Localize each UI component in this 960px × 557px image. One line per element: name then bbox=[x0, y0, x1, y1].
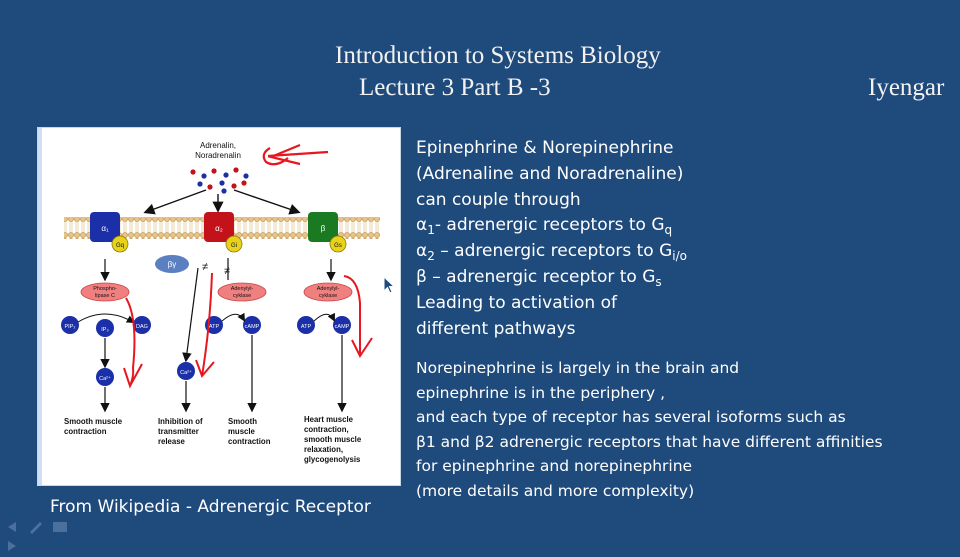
bullet-text: Epinephrine & Norepinephrine (Adrenaline… bbox=[416, 136, 936, 342]
mouse-cursor-icon bbox=[383, 276, 395, 294]
annotation-arrow bbox=[195, 272, 215, 378]
svg-text:Gs: Gs bbox=[334, 243, 342, 249]
receptor-beta bbox=[308, 212, 338, 242]
figure-caption: From Wikipedia - Adrenergic Receptor bbox=[50, 497, 371, 517]
ligand-label: Adrenalin, bbox=[200, 141, 236, 150]
receptor-alpha2 bbox=[204, 212, 234, 242]
calcium-node-1 bbox=[96, 368, 114, 386]
phospholipase-c bbox=[80, 282, 130, 302]
svg-text:DAG: DAG bbox=[136, 324, 148, 330]
text-line: epinephrine is in the periphery , bbox=[416, 383, 666, 402]
svg-text:Adenylyl-: Adenylyl- bbox=[231, 286, 254, 292]
gprotein-q bbox=[111, 235, 129, 253]
camp-node-2 bbox=[333, 316, 351, 334]
outcome-label: smooth muscle bbox=[304, 435, 362, 444]
annotation-arrow bbox=[262, 147, 329, 166]
svg-text:Ca²⁺: Ca²⁺ bbox=[180, 369, 192, 376]
svg-text:cAMP: cAMP bbox=[335, 324, 350, 330]
outcome-label: Smooth muscle bbox=[64, 417, 123, 426]
next-slide-icon[interactable] bbox=[4, 538, 20, 552]
title-line-2: Lecture 3 Part B -3 bbox=[359, 74, 551, 101]
receptor-alpha1 bbox=[90, 212, 120, 242]
svg-text:cyklase: cyklase bbox=[233, 293, 251, 299]
svg-text:IP₃: IP₃ bbox=[101, 327, 108, 333]
outcome-label: contraction bbox=[228, 437, 271, 446]
svg-text:≠: ≠ bbox=[202, 261, 208, 273]
ligand-molecules bbox=[190, 167, 249, 194]
text-line: Leading to activation of bbox=[416, 292, 617, 313]
notes-text: Norepinephrine is largely in the brain a… bbox=[416, 356, 946, 503]
annotation-arrow bbox=[343, 275, 373, 358]
atp-node-2 bbox=[297, 316, 315, 334]
outcome-label: Heart muscle bbox=[304, 415, 354, 424]
dag-node bbox=[133, 316, 151, 334]
gprotein-s bbox=[329, 235, 347, 253]
calcium-node-2 bbox=[177, 362, 195, 380]
adenylyl-cyclase-alpha2 bbox=[217, 282, 267, 302]
text-line: α1- adrenergic receptors to Gq bbox=[416, 215, 673, 238]
beta-gamma-subunit bbox=[155, 255, 189, 273]
outcome-label: transmitter bbox=[158, 427, 199, 436]
outcome-label: Smooth bbox=[228, 417, 257, 426]
outcome-label: contraction, bbox=[304, 425, 349, 434]
adrenergic-receptor-diagram: Adrenalin, Noradrenalin α₁ Gq α₂ Gi β bbox=[37, 127, 401, 486]
adenylyl-cyclase-beta bbox=[303, 282, 353, 302]
text-line: α2 – adrenergic receptors to Gi/o bbox=[416, 241, 687, 264]
svg-text:Gi: Gi bbox=[231, 243, 237, 249]
svg-text:Ca²⁺: Ca²⁺ bbox=[99, 375, 111, 382]
svg-text:cAMP: cAMP bbox=[245, 324, 260, 330]
svg-text:lipase C: lipase C bbox=[95, 293, 115, 299]
text-line: (Adrenaline and Noradrenaline) bbox=[416, 163, 684, 184]
text-line: can couple through bbox=[416, 189, 581, 210]
outcome-label: glycogenolysis bbox=[304, 455, 361, 464]
author-name: Iyengar bbox=[868, 74, 945, 101]
text-line: Epinephrine & Norepinephrine bbox=[416, 138, 674, 158]
svg-text:cyklase: cyklase bbox=[319, 293, 337, 299]
text-line: Norepinephrine is largely in the brain a… bbox=[416, 359, 740, 377]
pen-icon[interactable] bbox=[28, 519, 44, 534]
ip3-node bbox=[96, 319, 114, 337]
text-line: for epinephrine and norepinephrine bbox=[416, 457, 693, 475]
outcome-label: muscle bbox=[228, 427, 256, 436]
svg-text:α₁: α₁ bbox=[101, 224, 109, 233]
outcome-label: relaxation, bbox=[304, 445, 343, 454]
outcome-label: release bbox=[158, 437, 186, 446]
text-line: (more details and more complexity) bbox=[416, 481, 695, 500]
text-line: β1 and β2 adrenergic receptors that have… bbox=[416, 432, 883, 451]
svg-text:Gq: Gq bbox=[116, 243, 124, 249]
camp-node-1 bbox=[243, 316, 261, 334]
svg-text:ATP: ATP bbox=[209, 324, 220, 330]
svg-text:Adenylyl-: Adenylyl- bbox=[317, 286, 340, 292]
previous-slide-icon[interactable] bbox=[4, 519, 20, 533]
svg-text:Phospho-: Phospho- bbox=[93, 286, 117, 292]
text-line: β – adrenergic receptor to Gs bbox=[416, 266, 662, 289]
outcome-label: contraction bbox=[64, 427, 107, 436]
slide-nav-bar bbox=[4, 519, 94, 551]
text-line: different pathways bbox=[416, 318, 576, 339]
svg-text:βγ: βγ bbox=[168, 260, 177, 269]
svg-text:α₂: α₂ bbox=[215, 224, 223, 233]
menu-icon[interactable] bbox=[52, 519, 68, 533]
gprotein-i bbox=[225, 235, 243, 253]
title-line-1: Introduction to Systems Biology bbox=[335, 42, 661, 69]
ligand-label: Noradrenalin bbox=[195, 151, 241, 160]
svg-text:ATP: ATP bbox=[301, 324, 312, 330]
text-line: and each type of receptor has several is… bbox=[416, 408, 846, 426]
pip2-node bbox=[61, 316, 79, 334]
outcome-label: Inhibition of bbox=[158, 417, 203, 426]
svg-text:β: β bbox=[321, 224, 326, 233]
svg-text:≠: ≠ bbox=[224, 265, 230, 277]
svg-text:PIP₂: PIP₂ bbox=[65, 324, 76, 330]
annotation-arrow bbox=[123, 297, 143, 389]
